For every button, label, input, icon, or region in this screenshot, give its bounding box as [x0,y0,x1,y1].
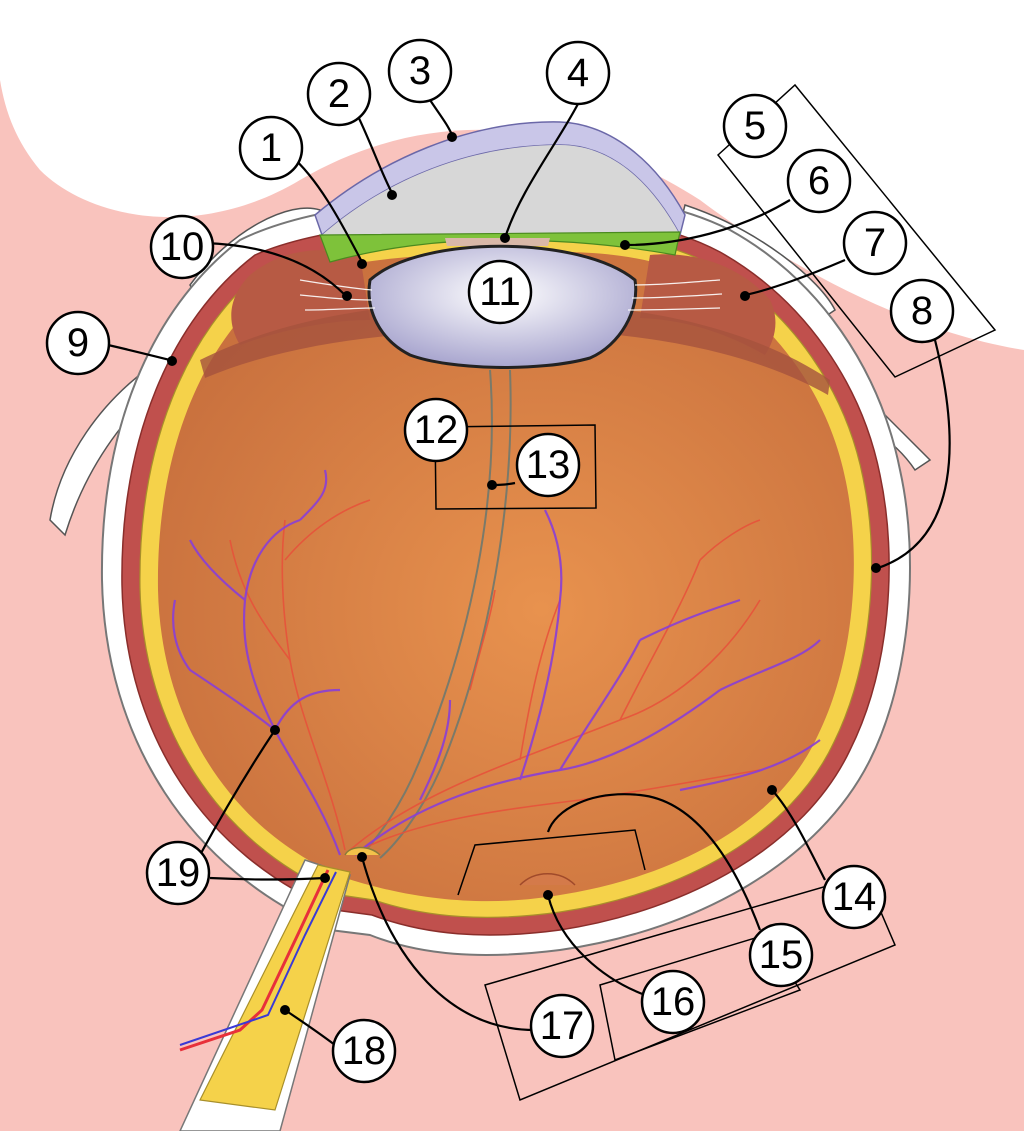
fovea [519,873,576,886]
svg-text:17: 17 [540,1004,585,1048]
zonular-fibers [299,279,723,311]
bracket-14 [484,874,896,1102]
svg-text:9: 9 [67,321,89,365]
callout-5: 5 [722,93,788,159]
leader-dots [167,132,881,1015]
central-retinal-vein [179,871,337,1046]
svg-text:14: 14 [832,875,877,919]
svg-text:12: 12 [414,408,459,452]
svg-text:18: 18 [342,1029,387,1073]
callout-10: 10 [149,214,215,280]
svg-text:16: 16 [651,980,696,1024]
retinal-veins [172,469,821,856]
eyeball [100,193,911,956]
pupil-edge [445,238,550,246]
callout-13: 13 [515,432,581,498]
optic-disc [344,846,381,856]
callout-2: 2 [306,61,372,127]
callout-19: 19 [145,840,211,906]
svg-text:5: 5 [744,104,766,148]
svg-text:4: 4 [567,51,589,95]
anterior-chamber [322,145,680,235]
svg-text:10: 10 [160,225,205,269]
callout-14: 14 [821,864,887,930]
svg-text:13: 13 [526,443,571,487]
svg-text:2: 2 [328,72,350,116]
arrow-bracket-15 [457,829,646,896]
callout-6: 6 [786,148,852,214]
bracket-16 [599,934,802,1062]
callout-7: 7 [842,210,908,276]
svg-text:19: 19 [156,851,201,895]
callout-15: 15 [748,922,814,988]
vitreous-body [157,252,854,902]
callout-9: 9 [45,310,111,376]
ciliary-body-right [640,254,776,355]
air-region [0,0,1024,350]
anterior-segment [314,121,686,263]
svg-text:1: 1 [260,126,282,170]
hyaloid-canal [361,369,512,859]
svg-text:15: 15 [759,933,804,977]
callout-8: 8 [889,278,955,344]
retinal-arteries [229,499,761,851]
svg-text:8: 8 [911,289,933,333]
callout-3: 3 [387,38,453,104]
callout-1: 1 [238,115,304,181]
callout-11: 11 [467,259,533,325]
svg-text:7: 7 [864,221,886,265]
callout-12: 12 [403,397,469,463]
svg-text:6: 6 [808,159,830,203]
svg-text:11: 11 [479,270,521,314]
callout-4: 4 [545,40,611,106]
leader-lines [107,99,951,1046]
bracket-12 [434,424,597,510]
optic-nerve [179,859,351,1131]
pars-plana-band [200,301,830,395]
central-retinal-artery [179,869,330,1052]
callout-16: 16 [640,969,706,1035]
callout-18: 18 [331,1018,397,1084]
svg-text:3: 3 [409,49,431,93]
callout-17: 17 [529,993,595,1059]
